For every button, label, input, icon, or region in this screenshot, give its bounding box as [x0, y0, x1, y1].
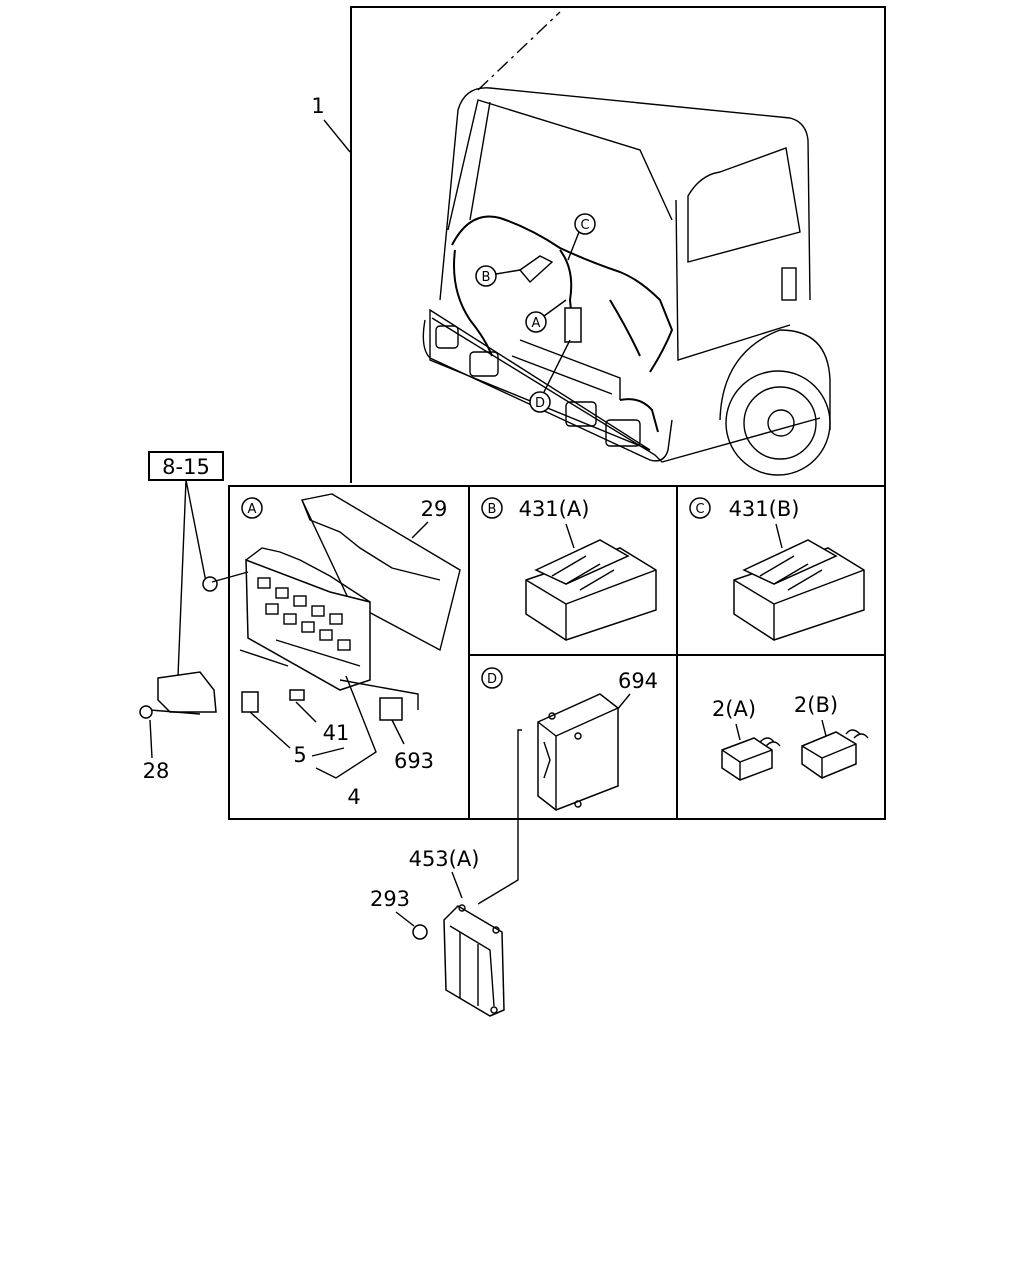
- svg-text:B: B: [488, 502, 497, 517]
- svg-text:D: D: [487, 672, 497, 687]
- svg-text:A: A: [248, 502, 257, 517]
- panel-d-control-unit: D 694: [481, 667, 658, 811]
- marker-c-label: C: [580, 218, 589, 233]
- callout-431b: 431(B): [729, 497, 800, 521]
- panel-a-fuse-box: A 29 41 5: [211, 493, 461, 809]
- marker-a-label: A: [532, 316, 541, 331]
- panel-c-relay: C 431(B): [689, 497, 865, 641]
- callout-293: 293: [370, 887, 410, 911]
- panel-b-relay: B 431(A): [481, 497, 657, 641]
- callout-5: 5: [293, 743, 306, 767]
- callout-41: 41: [323, 721, 350, 745]
- callout-693: 693: [394, 749, 434, 773]
- callout-694: 694: [618, 669, 658, 693]
- callout-4: 4: [347, 785, 360, 809]
- callout-8-15: 8-15: [162, 455, 210, 479]
- callout-2a: 2(A): [712, 697, 756, 721]
- ref-group-box: 8-15: [148, 451, 224, 677]
- bracket-assembly: 453(A) 293: [370, 847, 505, 1017]
- cab-view-panel: C B A D: [350, 6, 886, 486]
- callout-1: 1: [311, 94, 324, 118]
- callout-2b: 2(B): [794, 693, 838, 717]
- svg-text:C: C: [695, 502, 704, 517]
- callout-453a: 453(A): [409, 847, 480, 871]
- marker-d-label: D: [535, 396, 545, 411]
- panel-small-relays: 2(A) 2(B): [712, 693, 869, 781]
- callout-28: 28: [143, 759, 170, 783]
- detail-grid: [228, 485, 886, 820]
- callout-431a: 431(A): [519, 497, 590, 521]
- callout-29: 29: [421, 497, 448, 521]
- marker-b-label: B: [482, 270, 491, 285]
